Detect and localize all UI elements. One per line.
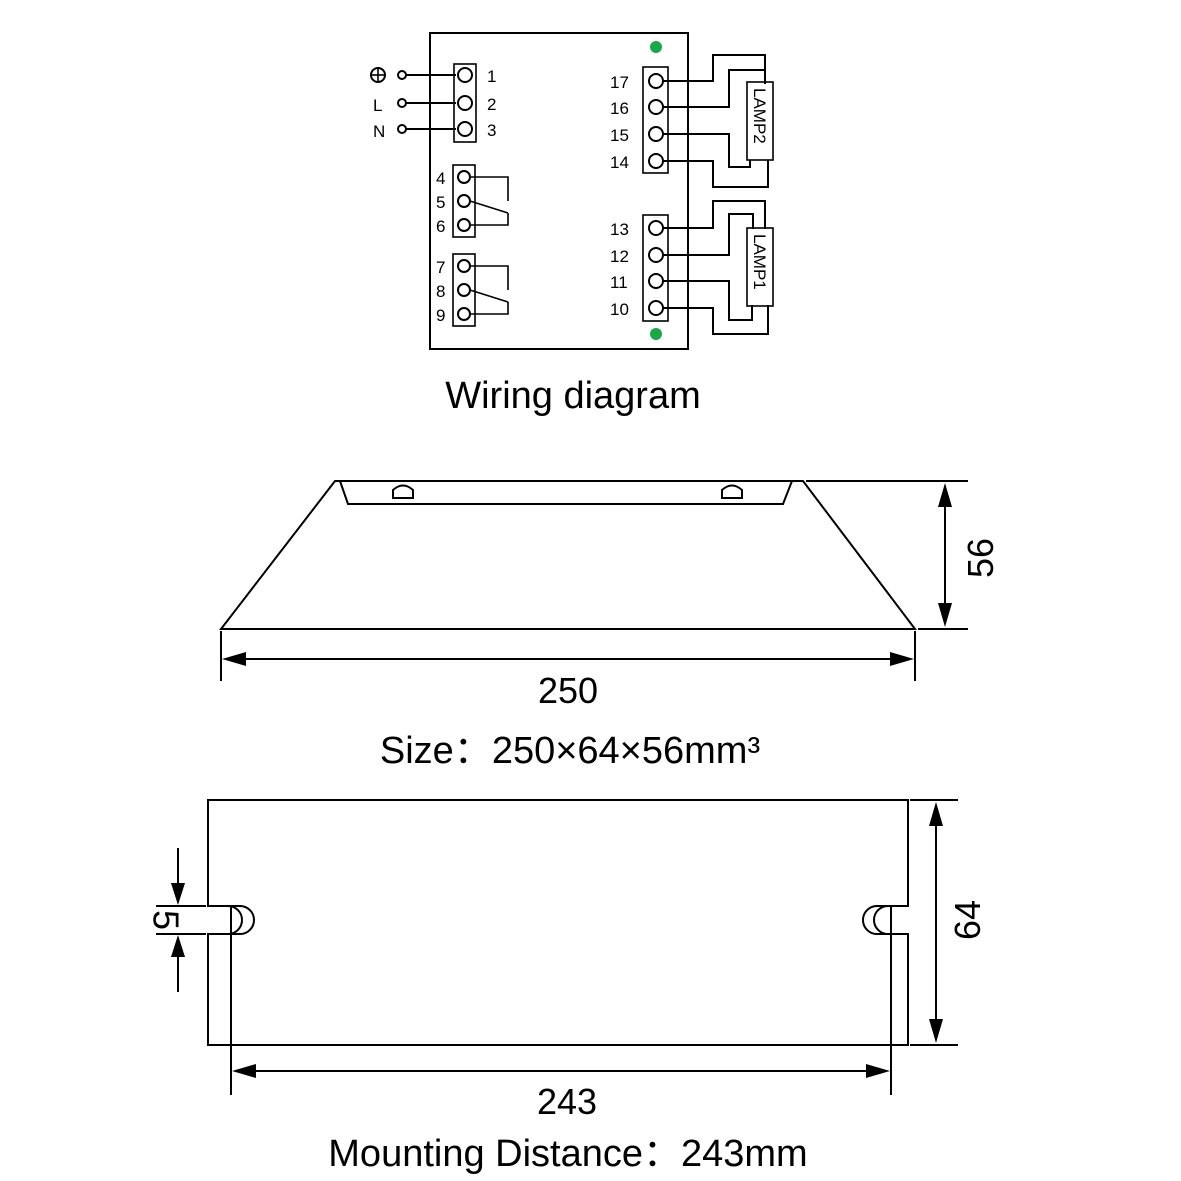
depth-label: 64 xyxy=(947,900,988,940)
terminal-17-label: 17 xyxy=(610,73,629,92)
terminal-2-label: 2 xyxy=(487,95,496,114)
ground-icon xyxy=(370,67,386,83)
terminal-13-label: 13 xyxy=(610,220,629,239)
depth-arrow-up xyxy=(929,802,943,826)
depth-arrow-down xyxy=(929,1019,943,1043)
mount-hole-left xyxy=(392,484,414,499)
indicator-dot-top xyxy=(650,41,662,53)
lamp2-label: LAMP2 xyxy=(750,88,769,144)
size-caption: Size：250×64×56mm³ xyxy=(380,730,760,772)
height-label: 56 xyxy=(960,538,1001,578)
slot-right xyxy=(862,905,888,935)
arrow-up xyxy=(938,483,952,507)
side-view: 250 56 Size：250×64×56mm³ xyxy=(218,480,1001,772)
terminal-10-label: 10 xyxy=(610,300,629,319)
terminal-5-label: 5 xyxy=(436,193,445,212)
arrow-down xyxy=(938,603,952,627)
terminal-8-label: 8 xyxy=(436,282,445,301)
arrow-right xyxy=(890,652,914,666)
neutral-label: N xyxy=(373,122,385,141)
mount-arrow-left xyxy=(232,1064,256,1078)
terminal-7-label: 7 xyxy=(436,258,445,277)
side-view-outline xyxy=(218,480,918,630)
terminal-16-label: 16 xyxy=(610,99,629,118)
terminal-9-label: 9 xyxy=(436,306,445,325)
terminal-6-label: 6 xyxy=(436,217,445,236)
slot-arrow-down xyxy=(171,883,185,905)
terminal-15-label: 15 xyxy=(610,126,629,145)
arrow-left xyxy=(222,652,246,666)
lamp2-wiring xyxy=(663,54,769,188)
terminal-11-label: 11 xyxy=(610,273,628,292)
width-label: 250 xyxy=(538,670,598,711)
top-view: 5 64 243 Mounting Distance：243mm xyxy=(146,799,988,1175)
terminal-14-label: 14 xyxy=(610,153,629,172)
indicator-dot-bottom xyxy=(650,328,662,340)
wiring-diagram: L N 1 2 3 4 xyxy=(370,32,774,417)
slot-width-label: 5 xyxy=(146,910,187,930)
terminal-3-label: 3 xyxy=(487,121,496,140)
slot-arrow-up xyxy=(171,935,185,957)
lamp2-tube: LAMP2 xyxy=(746,81,774,161)
relay-terminal-block-2: 7 8 9 xyxy=(436,253,509,327)
mount-arrow-right xyxy=(866,1064,890,1078)
terminal-4-label: 4 xyxy=(436,169,445,188)
wiring-diagram-caption: Wiring diagram xyxy=(445,375,701,417)
slot-left xyxy=(228,905,255,935)
terminal-1-label: 1 xyxy=(487,67,496,86)
lamp1-wiring xyxy=(663,200,769,335)
mount-hole-right xyxy=(721,484,743,499)
lamp1-label: LAMP1 xyxy=(750,234,769,290)
relay-terminal-block-1: 4 5 6 xyxy=(436,164,509,238)
ballast-body-outline xyxy=(429,32,689,350)
mount-distance-label: 243 xyxy=(537,1081,597,1122)
mount-caption: Mounting Distance：243mm xyxy=(328,1133,807,1175)
live-label: L xyxy=(373,96,382,115)
lamp1-tube: LAMP1 xyxy=(746,227,774,307)
lamp2-terminal-block: 17 16 15 14 xyxy=(610,66,669,174)
top-view-outline xyxy=(207,799,909,1046)
input-terminal-block: 1 2 3 xyxy=(453,63,496,143)
lamp1-terminal-block: 13 12 11 10 xyxy=(610,214,669,322)
terminal-12-label: 12 xyxy=(610,247,629,266)
side-view-rail xyxy=(339,480,793,505)
